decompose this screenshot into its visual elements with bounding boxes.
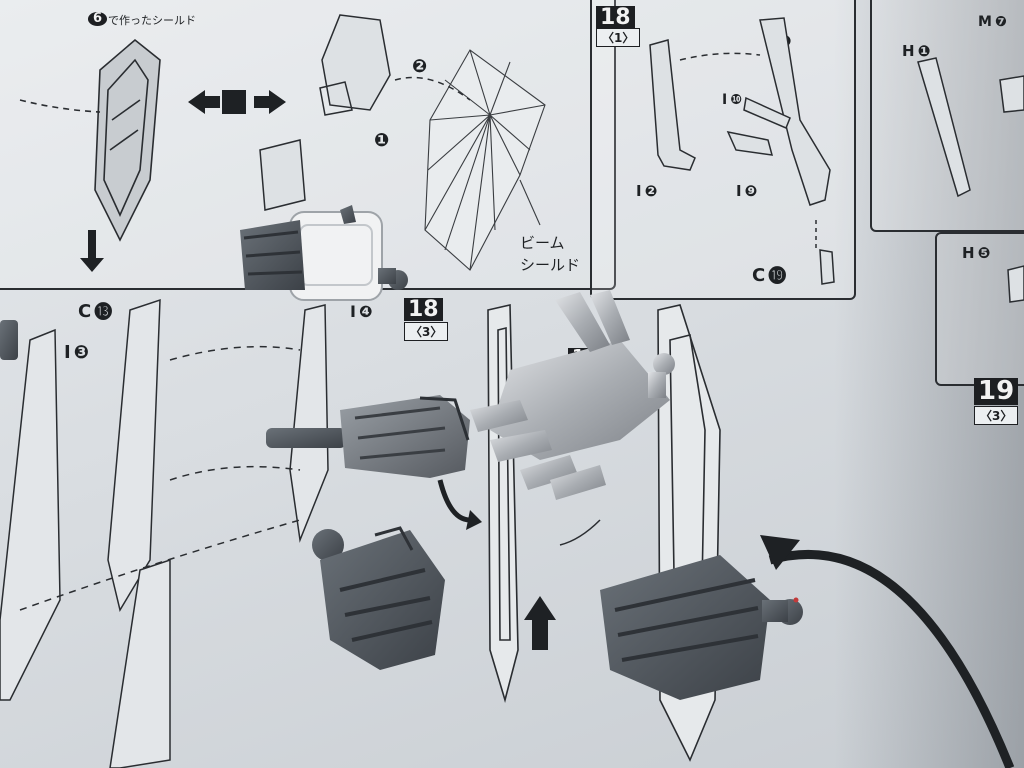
step-sub-mid: 〈3〉 — [404, 322, 449, 341]
arm-diagram — [259, 14, 471, 211]
corner-step: 6 — [88, 12, 108, 26]
step-number-right: 19 — [974, 377, 1019, 406]
swap-arrow-icon — [188, 90, 286, 114]
arrow-number-1: ❶ — [374, 130, 390, 151]
silver-open-hand — [470, 290, 675, 500]
beam-shield-label-2: シールド — [520, 256, 581, 274]
panel-right-column-lower — [935, 232, 1024, 386]
step-number-top: 18 — [596, 6, 635, 29]
hand-with-white-part — [240, 205, 408, 301]
shield-caption: で作ったシールド — [108, 14, 196, 27]
shield-diagram — [19, 38, 161, 242]
up-arrow-icon — [524, 596, 556, 650]
right-column-diagrams — [917, 57, 1024, 303]
dark-silver-fist — [266, 395, 470, 478]
beam-shield-fan — [424, 49, 546, 271]
curve-arrow-icon — [437, 479, 471, 523]
gray-fist-left — [312, 526, 445, 670]
step-sub-right: 〈3〉 — [974, 406, 1019, 425]
beam-shield-label-1: ビーム — [520, 234, 565, 252]
arrow-number-2: ❷ — [412, 56, 428, 77]
gray-fist-right — [600, 555, 803, 700]
down-arrow-icon — [80, 230, 104, 272]
step-sub-top: 〈1〉 — [596, 28, 641, 47]
step-number-mid: 18 — [404, 298, 443, 321]
big-curve-arrow-icon — [768, 549, 1015, 768]
blade-diagrams — [0, 298, 329, 768]
gray-part-edge — [0, 320, 18, 360]
saber-diagram-top — [649, 17, 835, 285]
